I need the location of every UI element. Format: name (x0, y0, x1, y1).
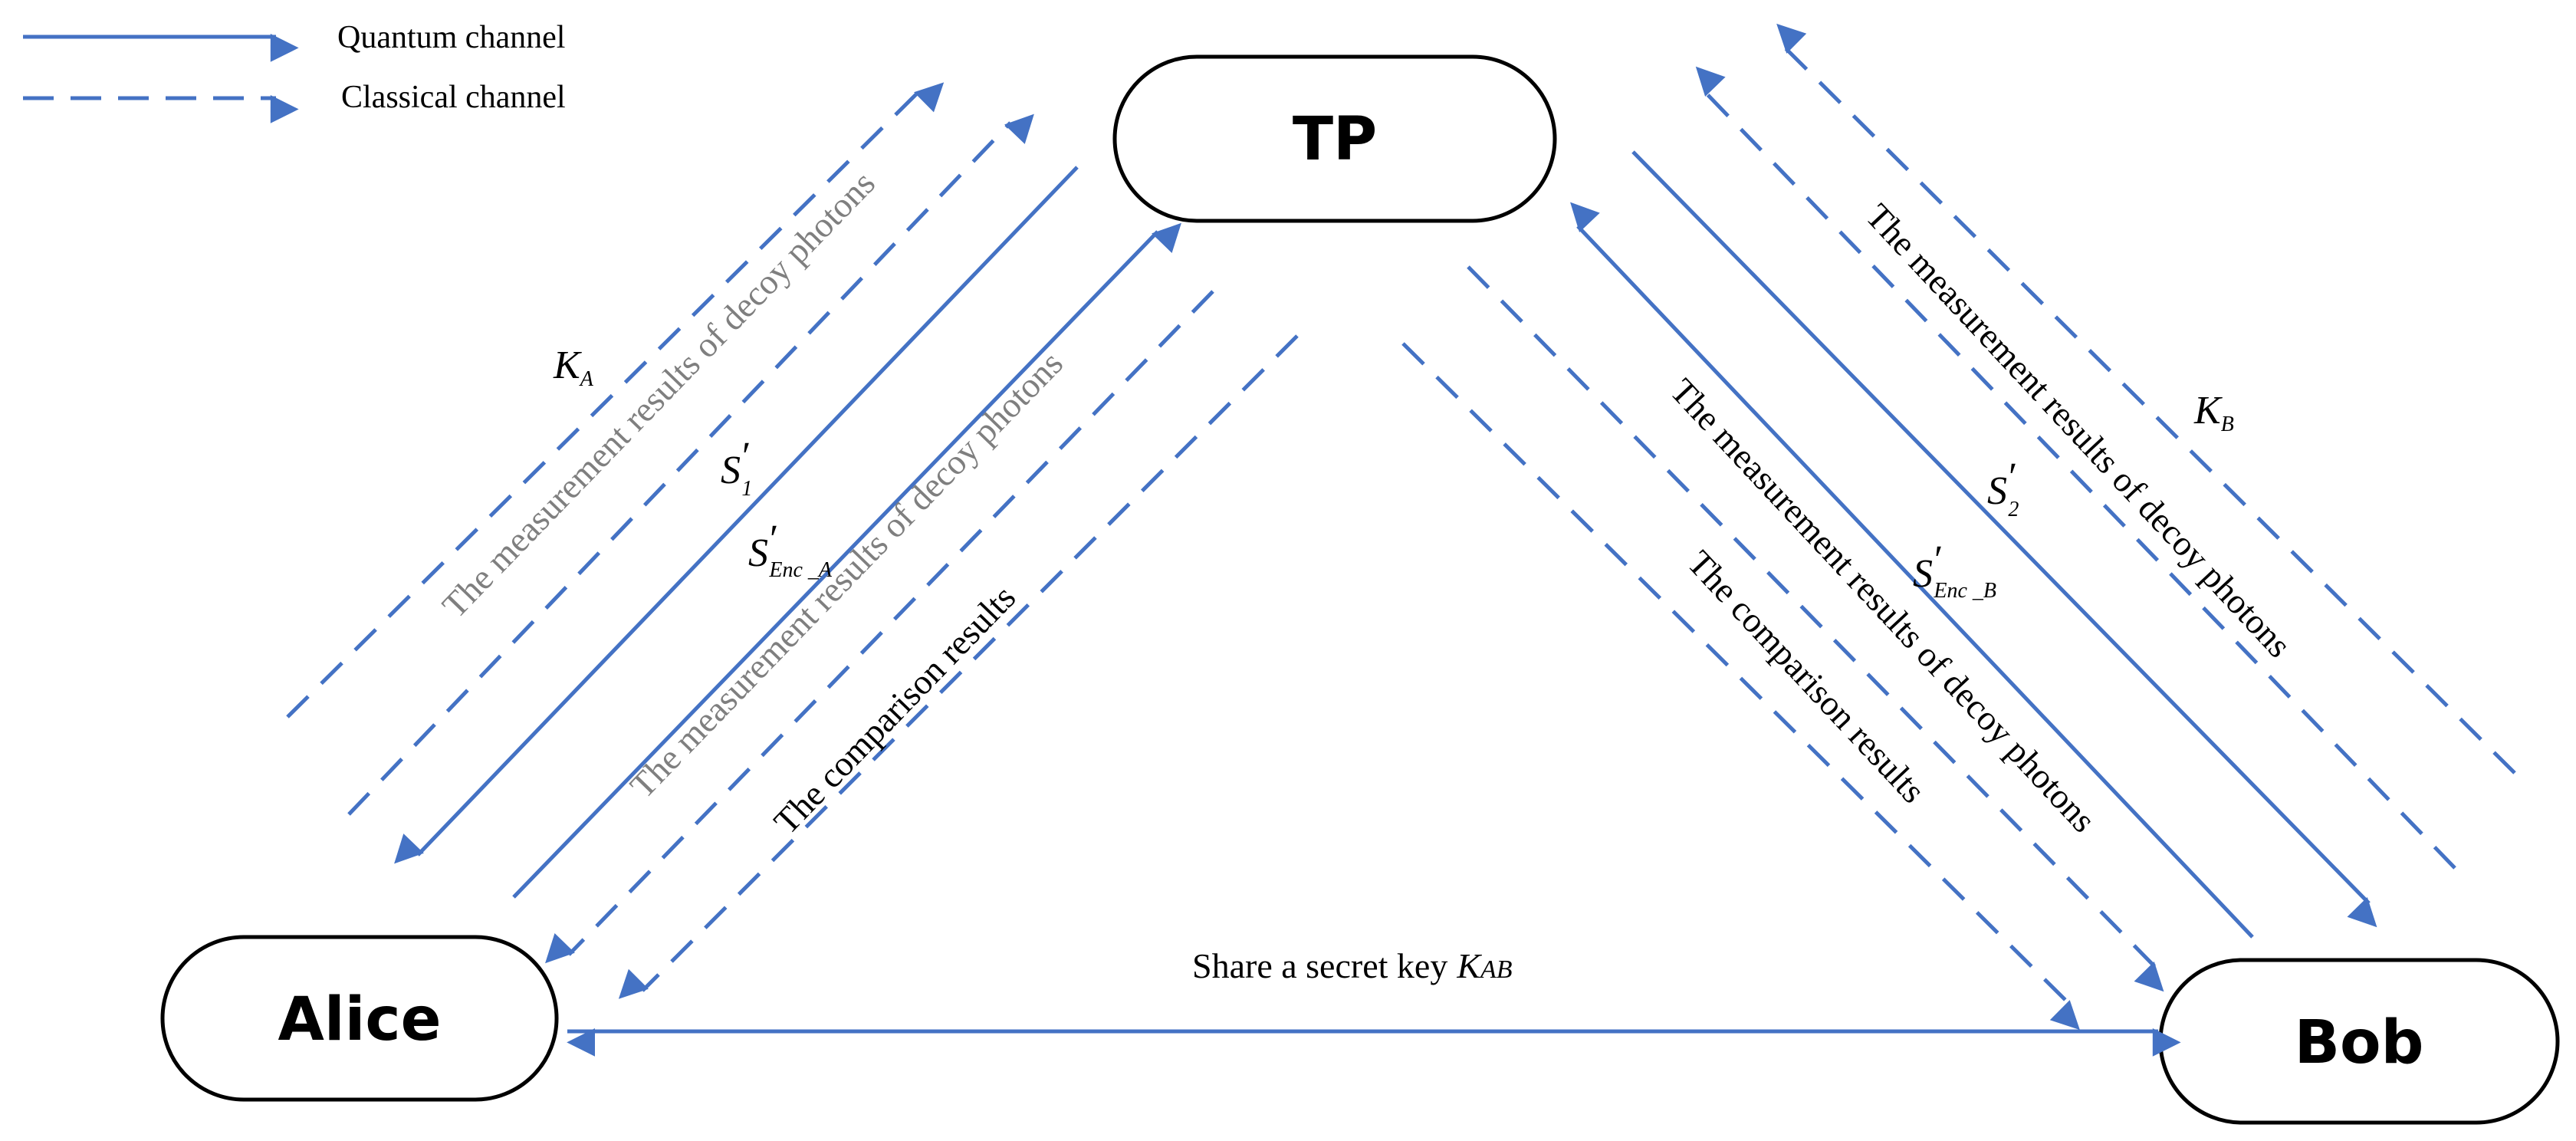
arrow-measurement-bob-to-tp (1695, 66, 2456, 870)
label-comparison-tp-to-bob: The comparison results (1680, 543, 1933, 811)
right-arrows (1401, 23, 2516, 1031)
node-alice: Alice (160, 935, 559, 1102)
node-bob: Bob (2158, 958, 2560, 1125)
arrow-kb (1776, 23, 2516, 774)
legend-classical-label: Classical channel (341, 80, 566, 115)
label-s1: S′1 (721, 435, 752, 501)
arrow-measurement-tp-to-bob (1467, 265, 2164, 992)
legend-quantum-label: Quantum channel (337, 20, 565, 55)
arrow-s1-tp-to-alice (394, 166, 1079, 864)
node-tp: TP (1112, 54, 1557, 223)
label-ka: KA (553, 344, 594, 391)
node-bob-label: Bob (2295, 1008, 2424, 1077)
arrow-comparison-tp-to-bob (1401, 342, 2080, 1031)
arrow-comparison-tp-to-alice (618, 334, 1299, 999)
arrow-s-enc-a-alice-to-tp (512, 222, 1181, 899)
label-s-enc-b: S′Enc _B (1913, 538, 1996, 603)
arrow-ka (286, 82, 945, 718)
arrow-measurement-tp-to-alice (545, 290, 1214, 964)
label-s2: S′2 (1987, 455, 2019, 521)
label-measurement-a-to-tp: The measurement results of decoy photons (435, 163, 882, 625)
label-s-enc-a: S′Enc _A (748, 518, 833, 582)
node-tp-label: TP (1293, 105, 1377, 174)
arrow-measurement-a-to-tp (347, 113, 1034, 816)
label-kb: KB (2193, 389, 2234, 436)
legend: Quantum channel Classical channel (23, 20, 566, 123)
arrow-s-enc-b-bob-to-tp (1570, 202, 2254, 939)
node-alice-label: Alice (278, 985, 442, 1054)
arrow-s2-tp-to-bob (1631, 150, 2377, 928)
left-arrows (286, 82, 1299, 999)
